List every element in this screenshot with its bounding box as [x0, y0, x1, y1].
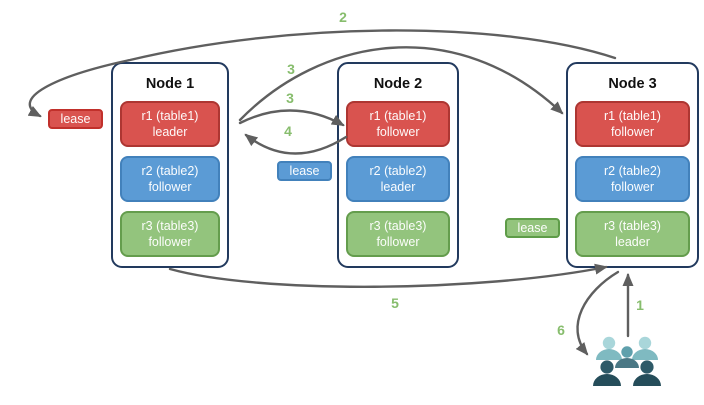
node-3-replica-r1: r1 (table1) follower — [575, 101, 690, 147]
replica-role: leader — [152, 125, 188, 139]
arrow-step-5 — [168, 263, 608, 288]
replica-role: follower — [376, 235, 420, 249]
node-3-replica-r2: r2 (table2) follower — [575, 156, 690, 202]
step-label-4: 4 — [284, 123, 292, 139]
replica-name: r2 (table2) — [369, 163, 427, 178]
replica-role: leader — [380, 180, 416, 194]
node-3-replica-r3: r3 (table3) leader — [575, 211, 690, 257]
replica-name: r2 (table2) — [141, 163, 199, 178]
step-label-6: 6 — [557, 322, 565, 338]
node-1-replica-r3: r3 (table3) follower — [120, 211, 220, 257]
node-1-replica-r1: r1 (table1) leader — [120, 101, 220, 147]
node-2-title: Node 2 — [373, 76, 423, 92]
replica-role: leader — [615, 235, 650, 249]
node-2-replica-r2: r2 (table2) leader — [346, 156, 450, 202]
replica-role: follower — [148, 235, 192, 249]
step-label-1: 1 — [636, 297, 644, 313]
node-3: Node 3 r1 (table1) follower r2 (table2) … — [566, 62, 699, 268]
node-2: Node 2 r1 (table1) follower r2 (table2) … — [337, 62, 459, 268]
step-label-2: 2 — [339, 9, 347, 25]
replica-role: follower — [610, 125, 655, 139]
node-1-title: Node 1 — [145, 76, 195, 92]
step-label-3a: 3 — [287, 61, 295, 77]
replica-role: follower — [376, 125, 420, 139]
replica-name: r2 (table2) — [604, 163, 661, 178]
lease-badge-r3: lease — [505, 218, 560, 238]
replica-role: follower — [610, 180, 655, 194]
step-label-5: 5 — [391, 295, 399, 311]
lease-badge-r1: lease — [48, 109, 103, 129]
node-2-replica-r1: r1 (table1) follower — [346, 101, 450, 147]
replica-name: r1 (table1) — [141, 108, 199, 123]
replica-name: r1 (table1) — [369, 108, 427, 123]
replica-role: follower — [148, 180, 192, 194]
node-3-title: Node 3 — [608, 76, 657, 92]
replica-name: r3 (table3) — [369, 218, 427, 233]
lease-badge-r2: lease — [277, 161, 332, 181]
node-1: Node 1 r1 (table1) leader r2 (table2) fo… — [111, 62, 229, 268]
replica-name: r3 (table3) — [604, 218, 661, 233]
node-2-replica-r3: r3 (table3) follower — [346, 211, 450, 257]
replica-name: r1 (table1) — [604, 108, 661, 123]
node-1-replica-r2: r2 (table2) follower — [120, 156, 220, 202]
users-group-icon — [593, 336, 661, 386]
step-label-3b: 3 — [286, 90, 294, 106]
replica-name: r3 (table3) — [141, 218, 199, 233]
